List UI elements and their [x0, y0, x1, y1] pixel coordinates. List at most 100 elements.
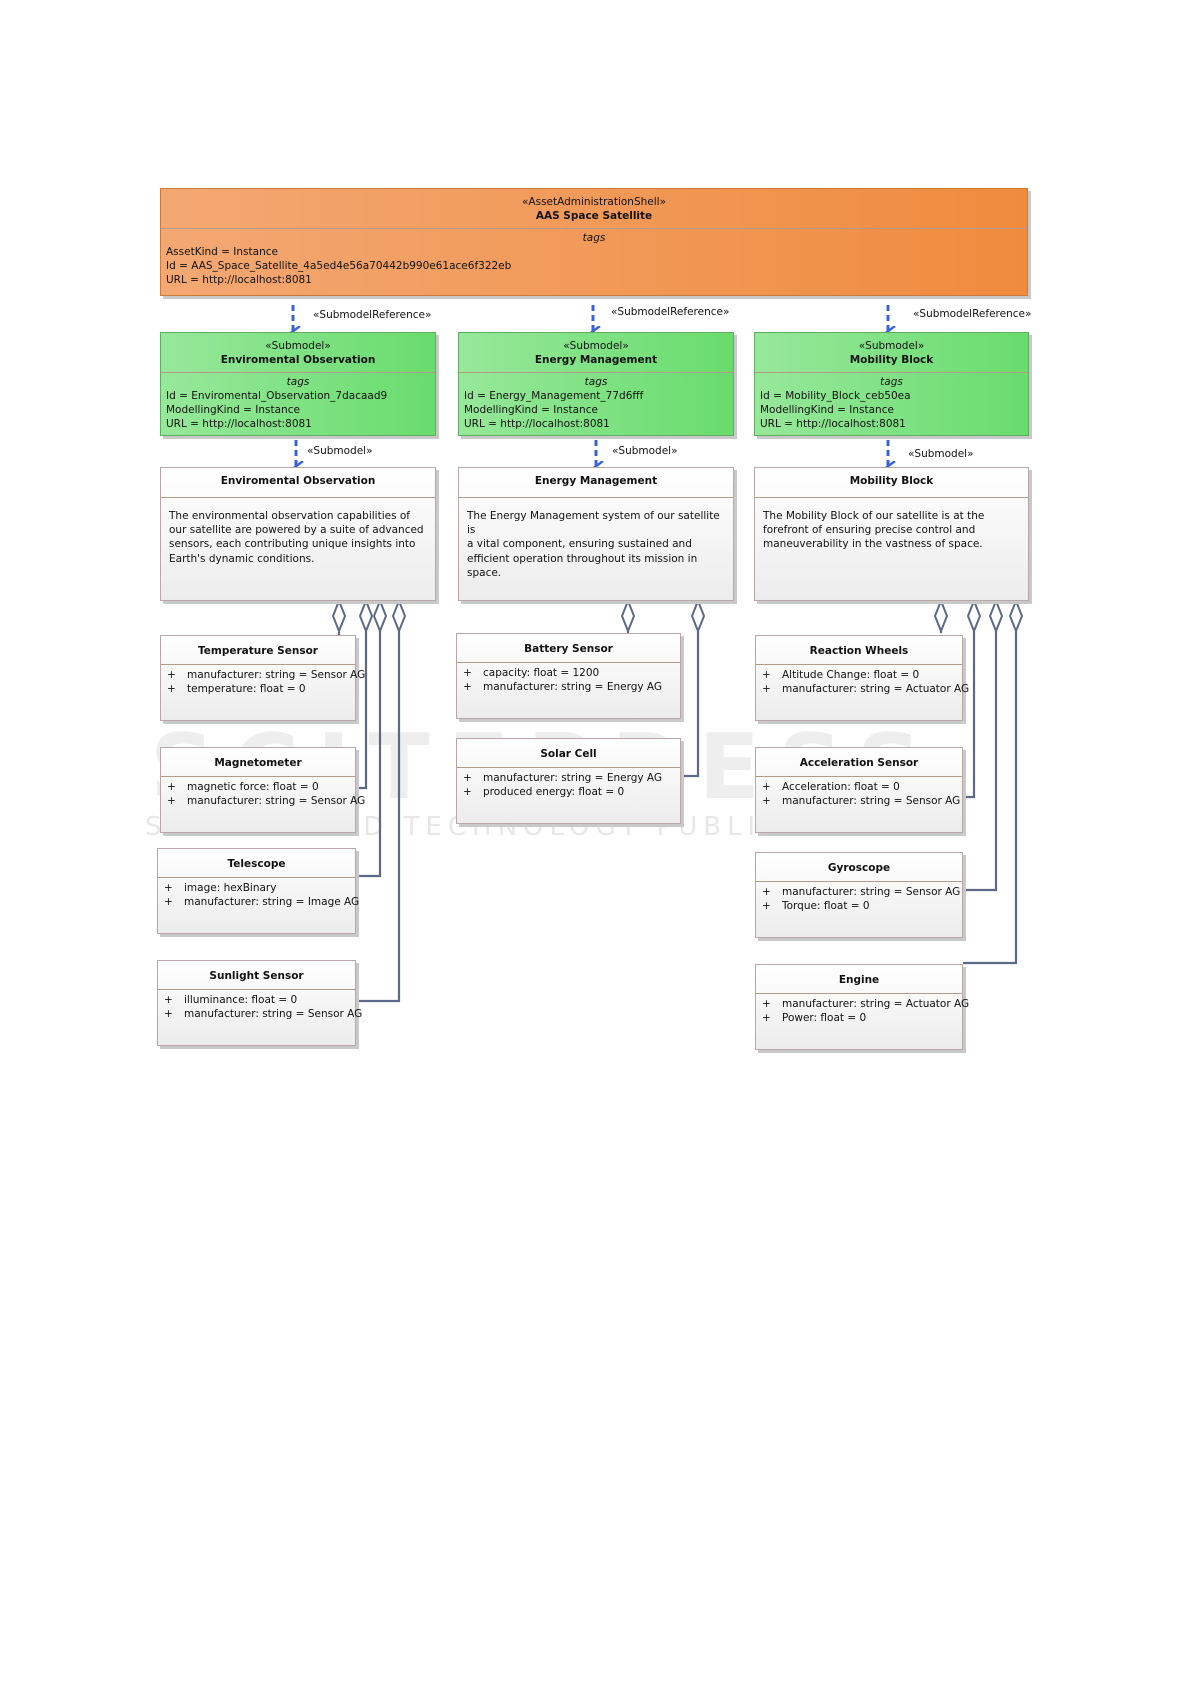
class-attribute: +image: hexBinary — [164, 882, 277, 894]
ref-label-mobility: «SubmodelReference» — [913, 308, 1032, 320]
description-name: Mobility Block — [849, 475, 934, 487]
submodel-tag-id: Id = Mobility_Block_ceb50ea — [760, 390, 911, 402]
class-battery-sensor[interactable]: Battery Sensor +capacity: float = 1200 +… — [456, 633, 681, 719]
submodel-stereotype: «Submodel» — [265, 340, 331, 352]
class-attribute: +manufacturer: string = Energy AG — [463, 772, 663, 784]
agg-diamond-sunlight — [391, 598, 407, 634]
submodel-tag-kind: ModellingKind = Instance — [464, 404, 598, 416]
class-attribute: +manufacturer: string = Sensor AG — [167, 669, 366, 681]
description-mobility-block[interactable]: Mobility Block The Mobility Block of our… — [754, 467, 1029, 601]
class-name: Telescope — [227, 858, 286, 870]
class-name: Gyroscope — [827, 862, 891, 874]
description-line: space. — [467, 566, 502, 579]
class-name: Magnetometer — [214, 757, 302, 769]
description-name: Energy Management — [534, 475, 658, 487]
submodel-name: Mobility Block — [849, 354, 934, 366]
submodel-tag-id: Id = Enviromental_Observation_7dacaad9 — [166, 390, 388, 402]
class-name: Battery Sensor — [524, 643, 613, 655]
submodel-tag-id: Id = Energy_Management_77d6fff — [464, 390, 644, 402]
submodel-tag-kind: ModellingKind = Instance — [760, 404, 894, 416]
aas-tags-title: tags — [582, 232, 606, 244]
class-name: Reaction Wheels — [809, 645, 909, 657]
submodel-mobility-block[interactable]: «Submodel» Mobility Block tags Id = Mobi… — [754, 332, 1029, 436]
class-telescope[interactable]: Telescope +image: hexBinary +manufacture… — [157, 848, 360, 934]
class-engine[interactable]: Engine +manufacturer: string = Actuator … — [755, 964, 970, 1050]
class-attribute: +illuminance: float = 0 — [164, 994, 298, 1006]
agg-diamond-acceleration — [966, 598, 982, 634]
description-line: The Energy Management system of our sate… — [467, 510, 720, 537]
submodel-stereotype: «Submodel» — [563, 340, 629, 352]
class-reaction-wheels[interactable]: Reaction Wheels +Altitude Change: float … — [755, 635, 970, 721]
class-attribute: +manufacturer: string = Actuator AG — [762, 998, 970, 1010]
class-sunlight-sensor[interactable]: Sunlight Sensor +illuminance: float = 0 … — [157, 960, 363, 1046]
description-energy-management[interactable]: Energy Management The Energy Management … — [458, 467, 734, 601]
submodel-enviromental-observation[interactable]: «Submodel» Enviromental Observation tags… — [160, 332, 436, 436]
ref-label-env: «SubmodelReference» — [313, 309, 432, 321]
submodel-label-mobility: «Submodel» — [908, 448, 974, 460]
class-name: Solar Cell — [540, 748, 597, 760]
description-line: forefront of ensuring precise control an… — [763, 524, 976, 537]
aas-tag-url: URL = http://localhost:8081 — [166, 274, 312, 286]
description-line: The Mobility Block of our satellite is a… — [763, 510, 985, 522]
description-enviromental-observation[interactable]: Enviromental Observation The environment… — [160, 467, 436, 601]
aas-stereotype: «AssetAdministrationShell» — [522, 196, 666, 208]
description-text: The Mobility Block of our satellite is a… — [755, 497, 1028, 552]
submodel-tag-url: URL = http://localhost:8081 — [166, 418, 312, 430]
class-name: Engine — [838, 974, 880, 986]
submodel-tag-url: URL = http://localhost:8081 — [760, 418, 906, 430]
submodel-tag-kind: ModellingKind = Instance — [166, 404, 300, 416]
agg-line-gyroscope — [963, 631, 998, 892]
class-attribute: +magnetic force: float = 0 — [167, 781, 319, 793]
description-text: The environmental observation capabiliti… — [161, 497, 435, 566]
agg-diamond-telescope — [372, 598, 388, 634]
class-attribute: +manufacturer: string = Sensor AG — [762, 795, 961, 807]
class-attribute: +produced energy: float = 0 — [463, 786, 625, 798]
description-line: Earth's dynamic conditions. — [169, 552, 315, 565]
submodel-energy-management[interactable]: «Submodel» Energy Management tags Id = E… — [458, 332, 734, 436]
agg-line-sunlight — [356, 631, 401, 1003]
class-attribute: +Power: float = 0 — [762, 1012, 867, 1024]
submodel-label-energy: «Submodel» — [612, 445, 678, 457]
class-attribute: +manufacturer: string = Sensor AG — [164, 1008, 363, 1020]
description-text: The Energy Management system of our sate… — [459, 497, 733, 580]
class-gyroscope[interactable]: Gyroscope +manufacturer: string = Sensor… — [755, 852, 963, 938]
description-line: a vital component, ensuring sustained an… — [467, 538, 692, 551]
class-solar-cell[interactable]: Solar Cell +manufacturer: string = Energ… — [456, 738, 681, 824]
submodel-label-env: «Submodel» — [307, 445, 373, 457]
description-title: Enviromental Observation — [161, 468, 435, 497]
agg-line-magnetometer — [355, 631, 368, 790]
submodel-tags-title: tags — [286, 376, 310, 388]
class-acceleration-sensor[interactable]: Acceleration Sensor +Acceleration: float… — [755, 747, 963, 833]
class-attribute: +manufacturer: string = Actuator AG — [762, 683, 970, 695]
class-attribute: +Acceleration: float = 0 — [762, 781, 900, 793]
ref-label-energy: «SubmodelReference» — [611, 306, 730, 318]
agg-line-engine — [963, 631, 1018, 965]
submodel-name: Enviromental Observation — [220, 354, 376, 366]
description-line: our satellite are powered by a suite of … — [169, 524, 424, 537]
class-attribute: +temperature: float = 0 — [167, 683, 306, 695]
agg-diamond-gyroscope — [988, 598, 1004, 634]
agg-line-solar — [681, 631, 700, 778]
class-name: Sunlight Sensor — [209, 970, 304, 982]
aas-block[interactable]: «AssetAdministrationShell» AAS Space Sat… — [160, 188, 1028, 296]
description-line: efficient operation throughout its missi… — [467, 552, 698, 565]
class-attribute: +manufacturer: string = Image AG — [164, 896, 360, 908]
aas-tag-assetkind: AssetKind = Instance — [166, 246, 278, 258]
submodel-tag-url: URL = http://localhost:8081 — [464, 418, 610, 430]
agg-line-acceleration — [963, 631, 976, 799]
description-line: sensors, each contributing unique insigh… — [169, 538, 416, 551]
description-name: Enviromental Observation — [220, 475, 376, 487]
description-title: Mobility Block — [755, 468, 1028, 497]
class-attribute: +manufacturer: string = Energy AG — [463, 681, 663, 693]
agg-diamond-engine — [1008, 598, 1024, 634]
class-temperature-sensor[interactable]: Temperature Sensor +manufacturer: string… — [160, 635, 366, 721]
agg-line-telescope — [355, 631, 382, 878]
agg-diamond-solar — [690, 598, 706, 634]
agg-diamond-reaction — [933, 598, 949, 634]
class-magnetometer[interactable]: Magnetometer +magnetic force: float = 0 … — [160, 747, 365, 833]
class-name: Temperature Sensor — [198, 645, 318, 657]
agg-diamond-temperature — [331, 598, 347, 634]
description-line: The environmental observation capabiliti… — [169, 510, 411, 522]
class-attribute: +manufacturer: string = Sensor AG — [762, 886, 961, 898]
